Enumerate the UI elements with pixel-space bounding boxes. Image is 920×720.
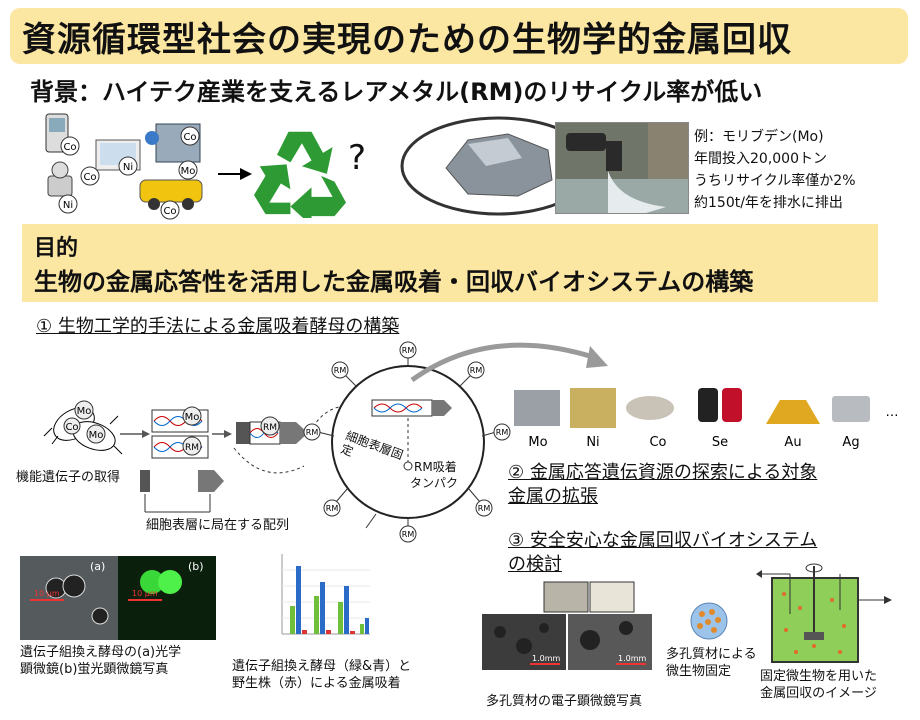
bar xyxy=(344,586,349,634)
bar xyxy=(365,618,369,634)
purpose-text: 生物の金属応答性を活用した金属吸着・回収バイオシステムの構築 xyxy=(34,268,754,296)
metal-label-ni: Ni xyxy=(586,435,599,450)
device-label-co: Co xyxy=(163,206,176,217)
microscope-caption-line2: 顕微鏡(b)蛍光顕微鏡写真 xyxy=(20,662,169,677)
device-label-ni: Ni xyxy=(63,200,73,211)
bioreactor-diagram xyxy=(756,563,892,663)
co-label: Co xyxy=(65,422,78,433)
rm-label: RM xyxy=(402,530,415,539)
device-label-mo: Mo xyxy=(181,166,196,177)
porous-caption-line2: 微生物固定 xyxy=(666,664,732,679)
recycle-icon xyxy=(254,131,346,218)
section3-line1: ③ 安全安心な金属回収バイオシステム xyxy=(508,530,818,551)
rm-label: RM xyxy=(263,423,277,433)
reactor-caption: 固定微生物を用いた 金属回収のイメージ xyxy=(760,668,877,702)
scale-label: 10 µm xyxy=(34,589,60,598)
rm-label: RM xyxy=(334,366,347,375)
mo-label: Mo xyxy=(77,406,92,417)
gene-acquisition-label: 機能遺伝子の取得 xyxy=(16,470,121,485)
bar xyxy=(314,596,319,634)
device-label-co: Co xyxy=(183,132,196,143)
microscope-photos: (a) (b) 10 µm 10 µm xyxy=(20,556,216,640)
chart-caption-line1: 遺伝子組換え酵母（緑&青）と xyxy=(232,659,412,674)
metal-label-mo: Mo xyxy=(528,435,547,450)
bar xyxy=(326,630,331,634)
metal-label-ag: Ag xyxy=(842,435,859,450)
page-title: 資源循環型社会の実現のための生物学的金属回収 xyxy=(22,20,792,60)
device-label-co: Co xyxy=(83,172,96,183)
rm-label: RM xyxy=(326,504,339,513)
rm-label: RM xyxy=(470,366,483,375)
photo-label-a: (a) xyxy=(90,560,105,573)
section3-line2: の検討 xyxy=(508,554,562,575)
bar xyxy=(290,606,295,634)
reactor-caption-line2: 金属回収のイメージ xyxy=(760,686,877,701)
bar xyxy=(320,582,325,634)
rm-label: RM xyxy=(306,428,319,437)
metal-label-se: Se xyxy=(712,435,728,450)
protein-label-1: RM吸着 xyxy=(414,460,457,474)
microscope-caption: 遺伝子組換え酵母の(a)光学 顕微鏡(b)蛍光顕微鏡写真 xyxy=(20,644,181,678)
rm-label: RM xyxy=(478,504,491,513)
bar xyxy=(338,602,343,634)
porous-caption-line1: 多孔質材による xyxy=(666,647,757,662)
rm-label: RM xyxy=(402,346,415,355)
reactor-caption-line1: 固定微生物を用いた xyxy=(760,669,878,684)
rm-label: RM xyxy=(496,428,509,437)
chart-caption-line2: 野生株（赤）による金属吸着 xyxy=(232,676,401,691)
metal-label-co: Co xyxy=(649,435,666,450)
bar xyxy=(360,624,364,634)
purpose-banner xyxy=(22,224,878,302)
question-mark: ? xyxy=(348,138,367,178)
metals-ellipsis: … xyxy=(886,405,899,420)
example-line3: うちリサイクル率僅か2% xyxy=(694,173,856,189)
example-line1: 例：モリブデン(Mo) xyxy=(694,129,824,145)
sem-scale: 1.0mm xyxy=(618,654,647,663)
yeast-cell-diagram: RM RM RM RM RM RM RM RM xyxy=(303,341,511,543)
background-statement: 背景：ハイテク産業を支えるレアメタル(RM)のリサイクル率が低い xyxy=(30,78,763,106)
sem-caption: 多孔質材の電子顕微鏡写真 xyxy=(486,694,643,709)
section1-heading: ① 生物工学的手法による金属吸着酵母の構築 xyxy=(36,316,400,337)
arrow-right-icon xyxy=(218,168,252,180)
example-line4: 約150t/年を排水に排出 xyxy=(694,195,843,211)
chart-caption: 遺伝子組換え酵母（緑&青）と 野生株（赤）による金属吸着 xyxy=(232,658,411,692)
arrow-curve-icon xyxy=(410,342,608,383)
mo-label: Mo xyxy=(89,430,104,441)
rm-label: RM xyxy=(185,443,199,453)
device-label-ni: Ni xyxy=(123,162,133,173)
wastewater-photo xyxy=(555,122,689,214)
example-block: 例：モリブデン(Mo) 年間投入20,000トン うちリサイクル率僅か2% 約1… xyxy=(694,126,856,214)
microscope-caption-line1: 遺伝子組換え酵母の(a)光学 xyxy=(20,645,182,660)
example-line2: 年間投入20,000トン xyxy=(694,151,827,167)
sem-photos: 1.0mm 1.0mm xyxy=(482,581,652,670)
photo-label-b: (b) xyxy=(188,560,204,573)
mo-label: Mo xyxy=(185,412,200,423)
sem-scale: 1.0mm xyxy=(532,654,561,663)
devices-illustration: Co Co Ni Ni Co Mo Co xyxy=(45,113,203,220)
title-banner xyxy=(10,8,908,64)
purpose-heading: 目的 xyxy=(34,236,79,261)
adsorption-bar-chart xyxy=(268,546,374,646)
bar xyxy=(302,630,307,634)
surface-sequence-label: 細胞表層に局在する配列 xyxy=(146,518,290,533)
scale-label: 10 µm xyxy=(132,589,158,598)
metal-label-au: Au xyxy=(784,435,801,450)
section2-line1: ② 金属応答遺伝資源の探索による対象 xyxy=(508,462,818,483)
section2-line2: 金属の拡張 xyxy=(508,486,598,507)
porous-material-icon xyxy=(690,602,728,640)
device-label-co: Co xyxy=(63,142,76,153)
bar xyxy=(350,631,355,634)
protein-label-2: タンパク xyxy=(410,476,459,490)
porous-caption: 多孔質材による 微生物固定 xyxy=(666,646,757,680)
metals-row: Mo Ni Co Se Au Ag … xyxy=(514,388,899,450)
bar xyxy=(296,566,301,634)
yeast-construction-diagram: Mo Co Mo Mo RM RM xyxy=(43,400,354,513)
